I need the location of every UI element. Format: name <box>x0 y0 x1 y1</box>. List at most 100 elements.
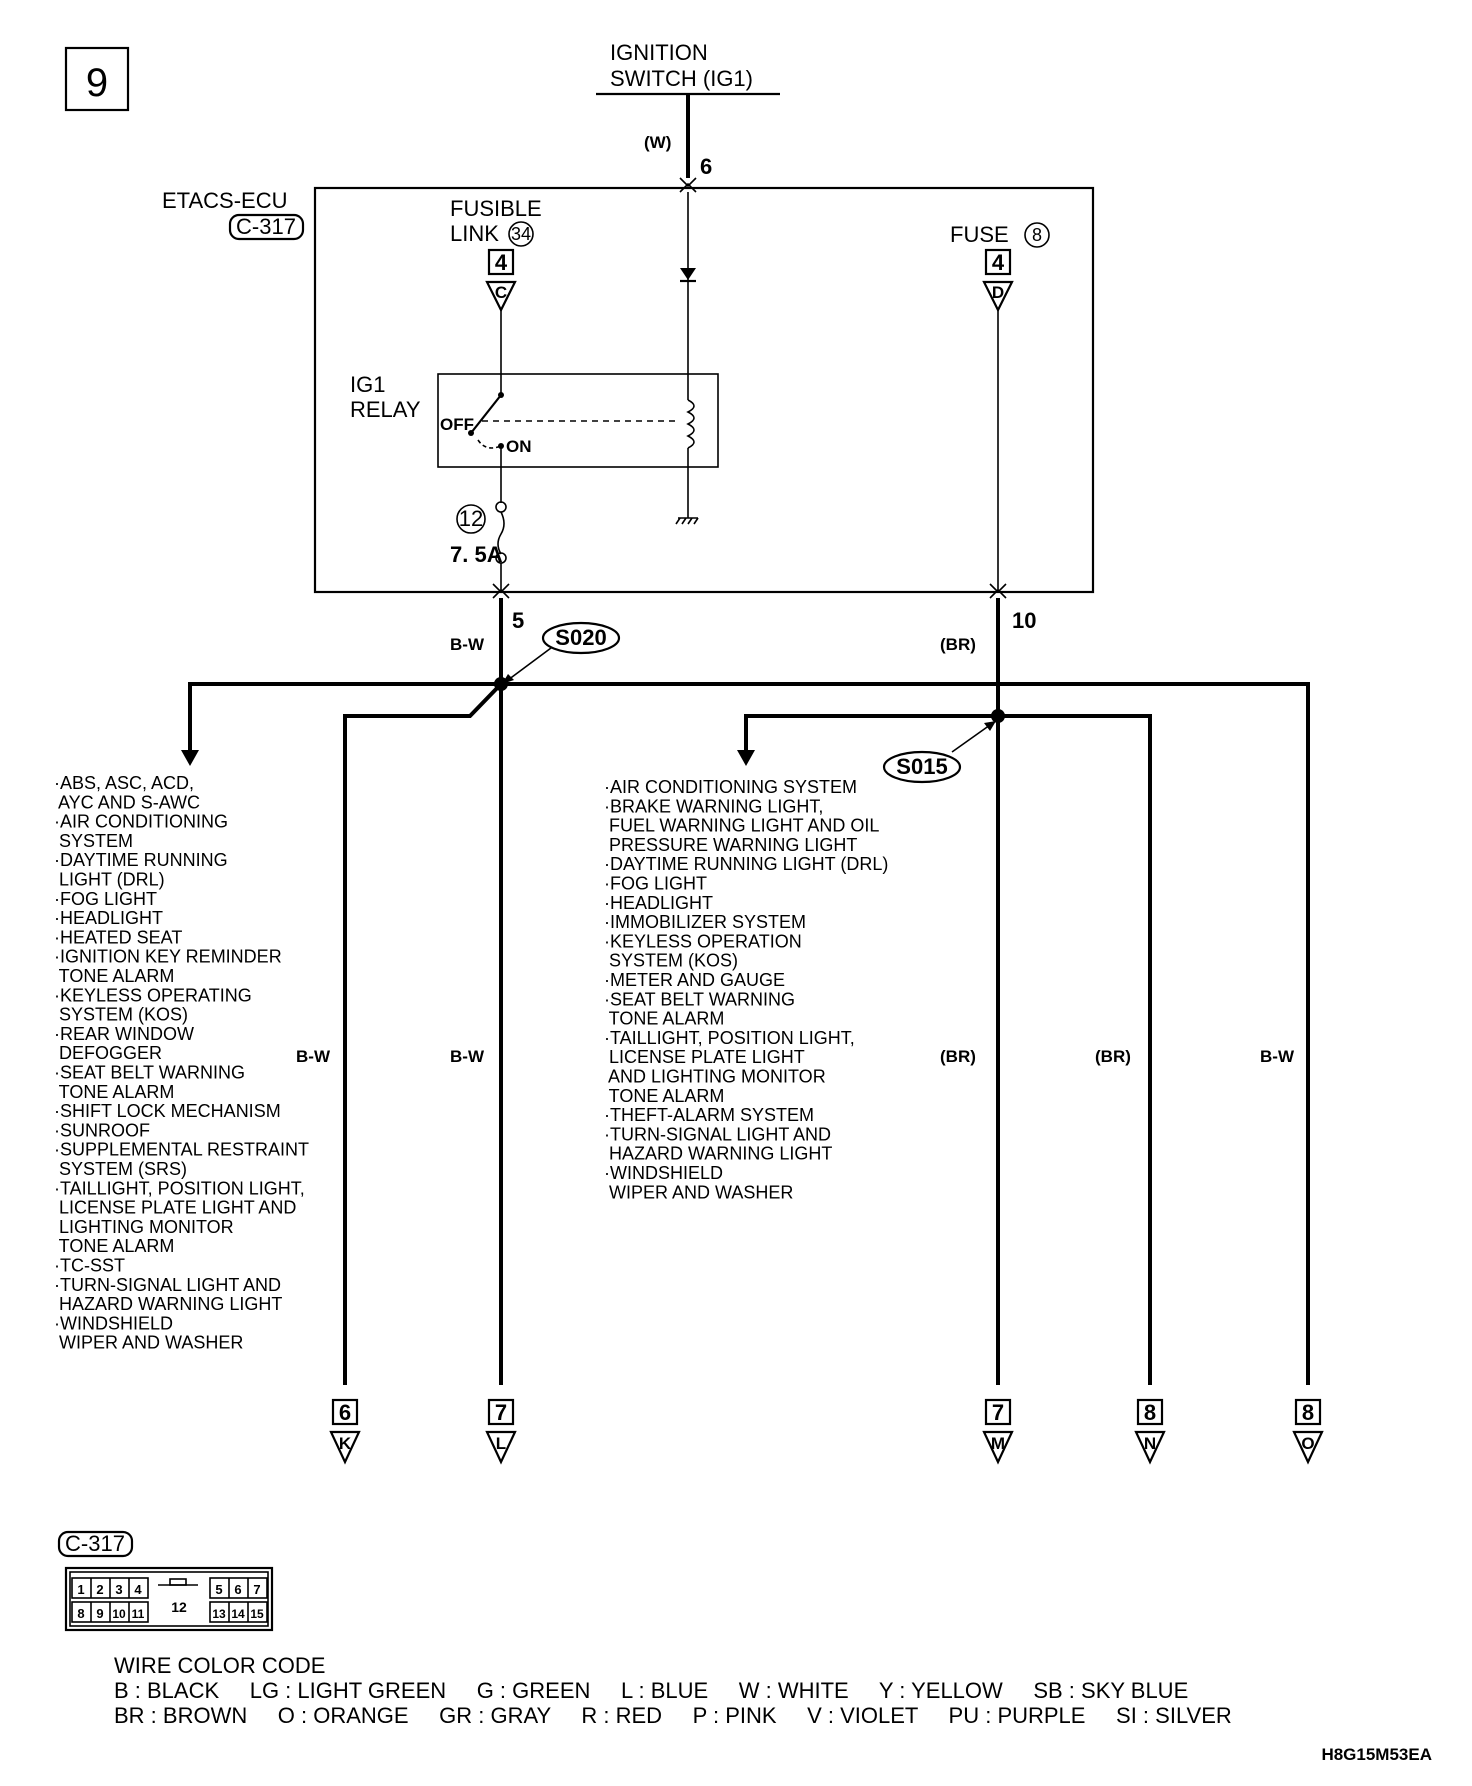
relay-label-1: IG1 <box>350 372 385 397</box>
fuse-12-number: 12 <box>459 506 483 531</box>
fuse-pin: 4 <box>992 250 1005 275</box>
terminal-m-letter: M <box>991 1434 1005 1453</box>
terminal-k-letter: K <box>339 1434 352 1453</box>
splice-s020-label: S020 <box>555 625 606 650</box>
list-left-line: SYSTEM <box>54 831 133 851</box>
ecu-name: ETACS-ECU <box>162 188 288 213</box>
relay-coil <box>686 399 695 449</box>
list-left-line: ·SHIFT LOCK MECHANISM <box>54 1101 281 1121</box>
ignition-entry-chevron-2 <box>679 182 697 193</box>
terminal-n-number: 8 <box>1144 1400 1156 1425</box>
ground-hatch-2 <box>681 517 687 525</box>
list-left-line: ·TURN-SIGNAL LIGHT AND <box>54 1275 281 1295</box>
terminal-k: 6 K <box>329 1398 361 1465</box>
fusible-link-label-2: LINK <box>450 221 499 246</box>
list-left-line: ·TC-SST <box>54 1256 125 1276</box>
terminal-m-triangle <box>982 1430 1014 1465</box>
list-left-line: ·KEYLESS OPERATING <box>54 985 252 1005</box>
diode-icon <box>680 268 696 280</box>
ignition-entry-chevron <box>679 177 697 188</box>
ignition-switch-label-1: IGNITION <box>610 40 708 65</box>
list-left-line: ·WINDSHIELD <box>54 1313 173 1333</box>
list-right-line: ·KEYLESS OPERATION <box>604 931 802 951</box>
ignition-pin-number: 6 <box>700 154 712 179</box>
ignition-switch-label-2: SWITCH (IG1) <box>610 66 753 91</box>
list-left-line: TONE ALARM <box>54 1082 174 1102</box>
legend-row-2: BR : BROWN O : ORANGE GR : GRAY R : RED … <box>114 1703 1232 1728</box>
relay-off-label: OFF <box>440 415 474 434</box>
splice-s015-label: S015 <box>896 754 947 779</box>
splice-s020-badge <box>541 621 621 655</box>
list-right-line: PRESSURE WARNING LIGHT <box>604 835 857 855</box>
terminal-n-triangle <box>1134 1430 1166 1465</box>
list-right-line: FUEL WARNING LIGHT AND OIL <box>604 816 879 836</box>
fuse-12-element <box>497 511 505 555</box>
relay-on-path <box>477 439 502 449</box>
list-left-line: ·HEATED SEAT <box>54 927 182 947</box>
list-left-line: AYC AND S-AWC <box>54 792 200 812</box>
branch-wire-m: (BR) <box>940 1047 976 1066</box>
terminal-l-triangle <box>485 1430 517 1465</box>
fusible-link-number: 34 <box>511 224 531 244</box>
etacs-ecu-box <box>313 186 1095 594</box>
left-list-arrow <box>181 750 199 766</box>
pin-5: 5 <box>215 1582 222 1597</box>
splice-s015-pointer-arrow <box>984 721 996 731</box>
list-left-line: DEFOGGER <box>54 1043 162 1063</box>
branch-wire-l: B-W <box>450 1047 485 1066</box>
ground-hatch-4 <box>693 517 699 525</box>
fuse-label: FUSE <box>950 222 1009 247</box>
list-left-line: SYSTEM (KOS) <box>54 1005 188 1025</box>
splice-s015-badge <box>882 750 962 784</box>
terminal-k-box <box>331 1398 359 1426</box>
fuse-12-number-circle <box>456 504 486 534</box>
pin-15: 15 <box>250 1607 264 1621</box>
pin-10: 10 <box>112 1607 126 1621</box>
pin-4: 4 <box>134 1582 142 1597</box>
ground-hatch-1 <box>675 517 681 525</box>
fuse-12-top-terminal <box>495 501 507 513</box>
terminal-l-box <box>487 1398 515 1426</box>
output-pin-10: 10 <box>1012 608 1036 633</box>
relay-label-2: RELAY <box>350 397 421 422</box>
list-right-line: TONE ALARM <box>604 1009 724 1029</box>
output-wire-br: (BR) <box>940 635 976 654</box>
terminal-k-triangle <box>329 1430 361 1465</box>
page-number: 9 <box>86 61 108 105</box>
fusible-link-number-circle <box>508 221 534 247</box>
list-left-line: ·TAILLIGHT, POSITION LIGHT, <box>54 1178 305 1198</box>
pin-2: 2 <box>96 1582 103 1597</box>
list-left-line: LICENSE PLATE LIGHT AND <box>54 1198 296 1218</box>
fuse-number-circle <box>1024 222 1050 248</box>
list-left-line: ·DAYTIME RUNNING <box>54 850 228 870</box>
connector-face-outline <box>64 1566 274 1632</box>
list-right-line: ·HEADLIGHT <box>604 893 713 913</box>
terminal-k-number: 6 <box>339 1400 351 1425</box>
list-right-line: ·IMMOBILIZER SYSTEM <box>604 912 806 932</box>
terminal-m-box <box>984 1398 1012 1426</box>
output-wire-bw: B-W <box>450 635 485 654</box>
fuse-pin-box <box>984 248 1012 276</box>
list-right-line: ·FOG LIGHT <box>604 874 707 894</box>
list-left-line: ·REAR WINDOW <box>54 1024 194 1044</box>
list-right-line: ·DAYTIME RUNNING LIGHT (DRL) <box>604 854 888 874</box>
relay-switch-arm <box>470 394 502 434</box>
list-right-line: ·THEFT-ALARM SYSTEM <box>604 1105 814 1125</box>
list-left-line: ·HEADLIGHT <box>54 908 163 928</box>
pin-9: 9 <box>96 1606 103 1621</box>
pin-8: 8 <box>77 1606 84 1621</box>
fuse-number: 8 <box>1032 225 1042 245</box>
terminal-o-letter: O <box>1301 1434 1314 1453</box>
list-left-line: ·IGNITION KEY REMINDER <box>54 947 282 967</box>
list-left-line: ·SUNROOF <box>54 1120 150 1140</box>
list-right-line: LICENSE PLATE LIGHT <box>604 1047 805 1067</box>
list-right-line: TONE ALARM <box>604 1086 724 1106</box>
output-pin-5: 5 <box>512 608 524 633</box>
wire-pin-k <box>343 682 503 1385</box>
terminal-o-number: 8 <box>1302 1400 1314 1425</box>
terminal-n: 8 N <box>1134 1398 1166 1465</box>
terminal-l: 7 L <box>485 1398 517 1465</box>
list-right-line: HAZARD WARNING LIGHT <box>604 1144 832 1164</box>
list-right-line: SYSTEM (KOS) <box>604 951 738 971</box>
